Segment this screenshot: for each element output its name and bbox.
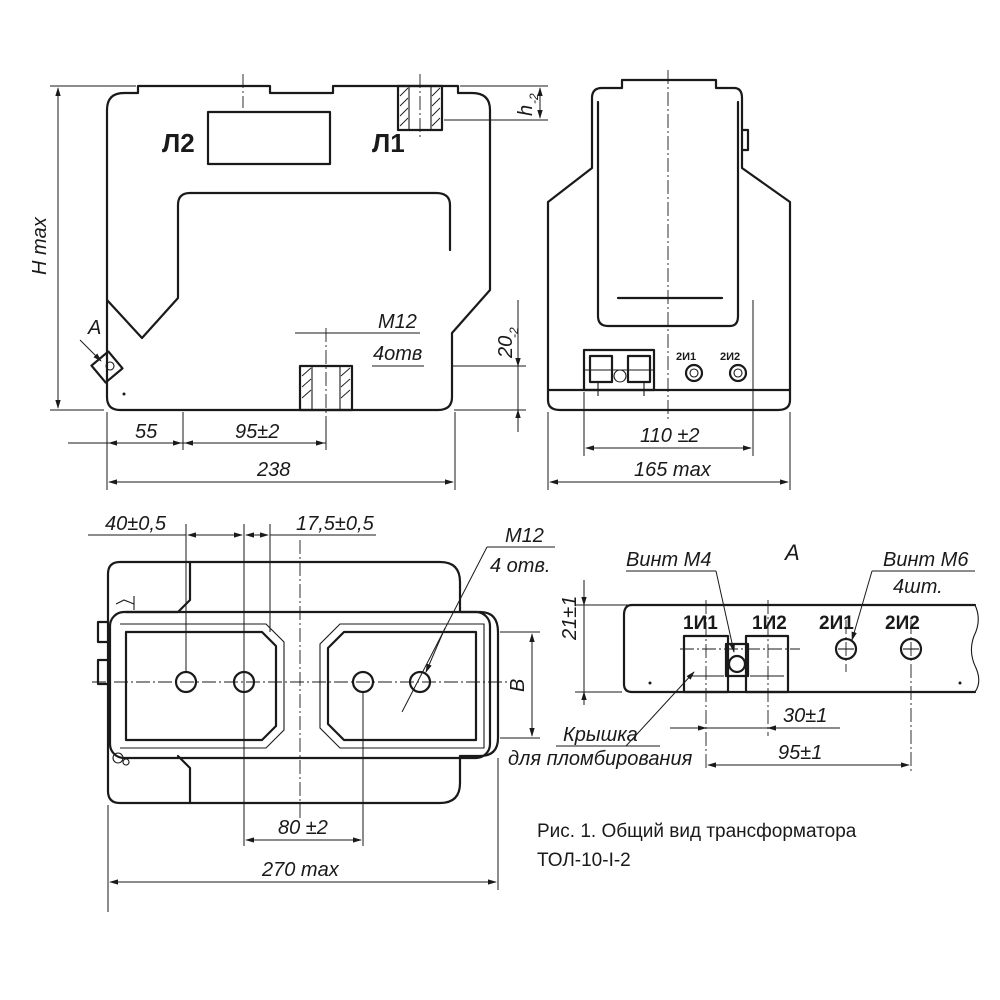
dim-30-label: 30±1	[783, 705, 827, 727]
dim-17-5-label: 17,5±0,5	[296, 513, 375, 535]
caption-line2: ТОЛ-10-I-2	[537, 850, 631, 871]
cover-label-line1: Крышка	[563, 724, 638, 746]
dim-20-label: 20	[495, 336, 517, 359]
holes-label: 4отв	[373, 343, 422, 365]
side-terminal-2i1: 2И1	[676, 351, 696, 363]
screw-qty-label: 4шт.	[893, 576, 943, 598]
view-a-arrow: A	[79, 317, 126, 396]
threaded-insert-bottom	[298, 364, 354, 412]
view-a-marker: A	[87, 317, 101, 339]
height-max-label: H max	[29, 216, 51, 275]
cover-label-line2: для пломбирования	[508, 748, 693, 770]
figure-caption: Рис. 1. Общий вид трансформатора ТОЛ-10-…	[537, 821, 857, 871]
view-a-terminal-1i1: 1И1	[683, 613, 718, 634]
terminal-block	[582, 348, 656, 396]
side-view: 2И1 2И2 110 ±2 165 max	[546, 70, 792, 490]
view-a-screw-2i2	[899, 637, 923, 661]
view-a-screw-2i1	[834, 637, 858, 661]
side-terminal-2i2-screw	[728, 363, 748, 383]
terminal-l2-label: Л2	[162, 128, 195, 158]
dim-20-tolerance: -2	[507, 327, 521, 338]
front-view: Л2 Л1 М12	[29, 74, 548, 490]
view-a-title: A	[783, 540, 800, 565]
top-thread-m12-label: М12	[505, 525, 544, 547]
dim-95-view-a-label: 95±1	[778, 742, 822, 764]
view-a-terminal-block	[682, 634, 790, 694]
top-holes-label: 4 отв.	[490, 555, 550, 577]
dim-80-label: 80 ±2	[278, 817, 328, 839]
top-view: 40±0,5 17,5±0,5 М12 4 отв. B 80 ±2 270 m…	[88, 513, 555, 912]
nameplate	[206, 110, 332, 166]
dim-21-label: 21±1	[559, 596, 581, 641]
dim-95-label: 95±2	[235, 421, 279, 443]
screw-m6-label: Винт М6	[883, 549, 969, 571]
dim-h-tolerance: -2	[527, 93, 541, 104]
screw-m4-label: Винт М4	[626, 549, 711, 571]
dim-b-label: B	[507, 679, 529, 692]
dim-40-label: 40±0,5	[105, 513, 167, 535]
dim-110-label: 110 ±2	[640, 425, 700, 447]
view-a-terminal-2i2: 2И2	[885, 613, 920, 634]
view-a-terminal-2i1: 2И1	[819, 613, 854, 634]
dim-238-label: 238	[256, 459, 290, 481]
terminal-l1-label: Л1	[372, 128, 405, 158]
dim-55-label: 55	[135, 421, 158, 443]
view-a: A 1И1 1И2 2И1 2И2 Винт М4 Винт М6 4шт.	[508, 540, 980, 772]
threaded-insert-top	[396, 84, 444, 132]
dim-165-label: 165 max	[634, 459, 712, 481]
caption-line1: Рис. 1. Общий вид трансформатора	[537, 821, 857, 842]
dim-h-label: h	[515, 105, 537, 116]
thread-m12-label: М12	[378, 311, 417, 333]
side-terminal-2i1-screw	[684, 363, 704, 383]
side-terminal-2i2: 2И2	[720, 351, 740, 363]
view-a-terminal-1i2: 1И2	[752, 613, 787, 634]
dim-270-label: 270 max	[261, 859, 340, 881]
